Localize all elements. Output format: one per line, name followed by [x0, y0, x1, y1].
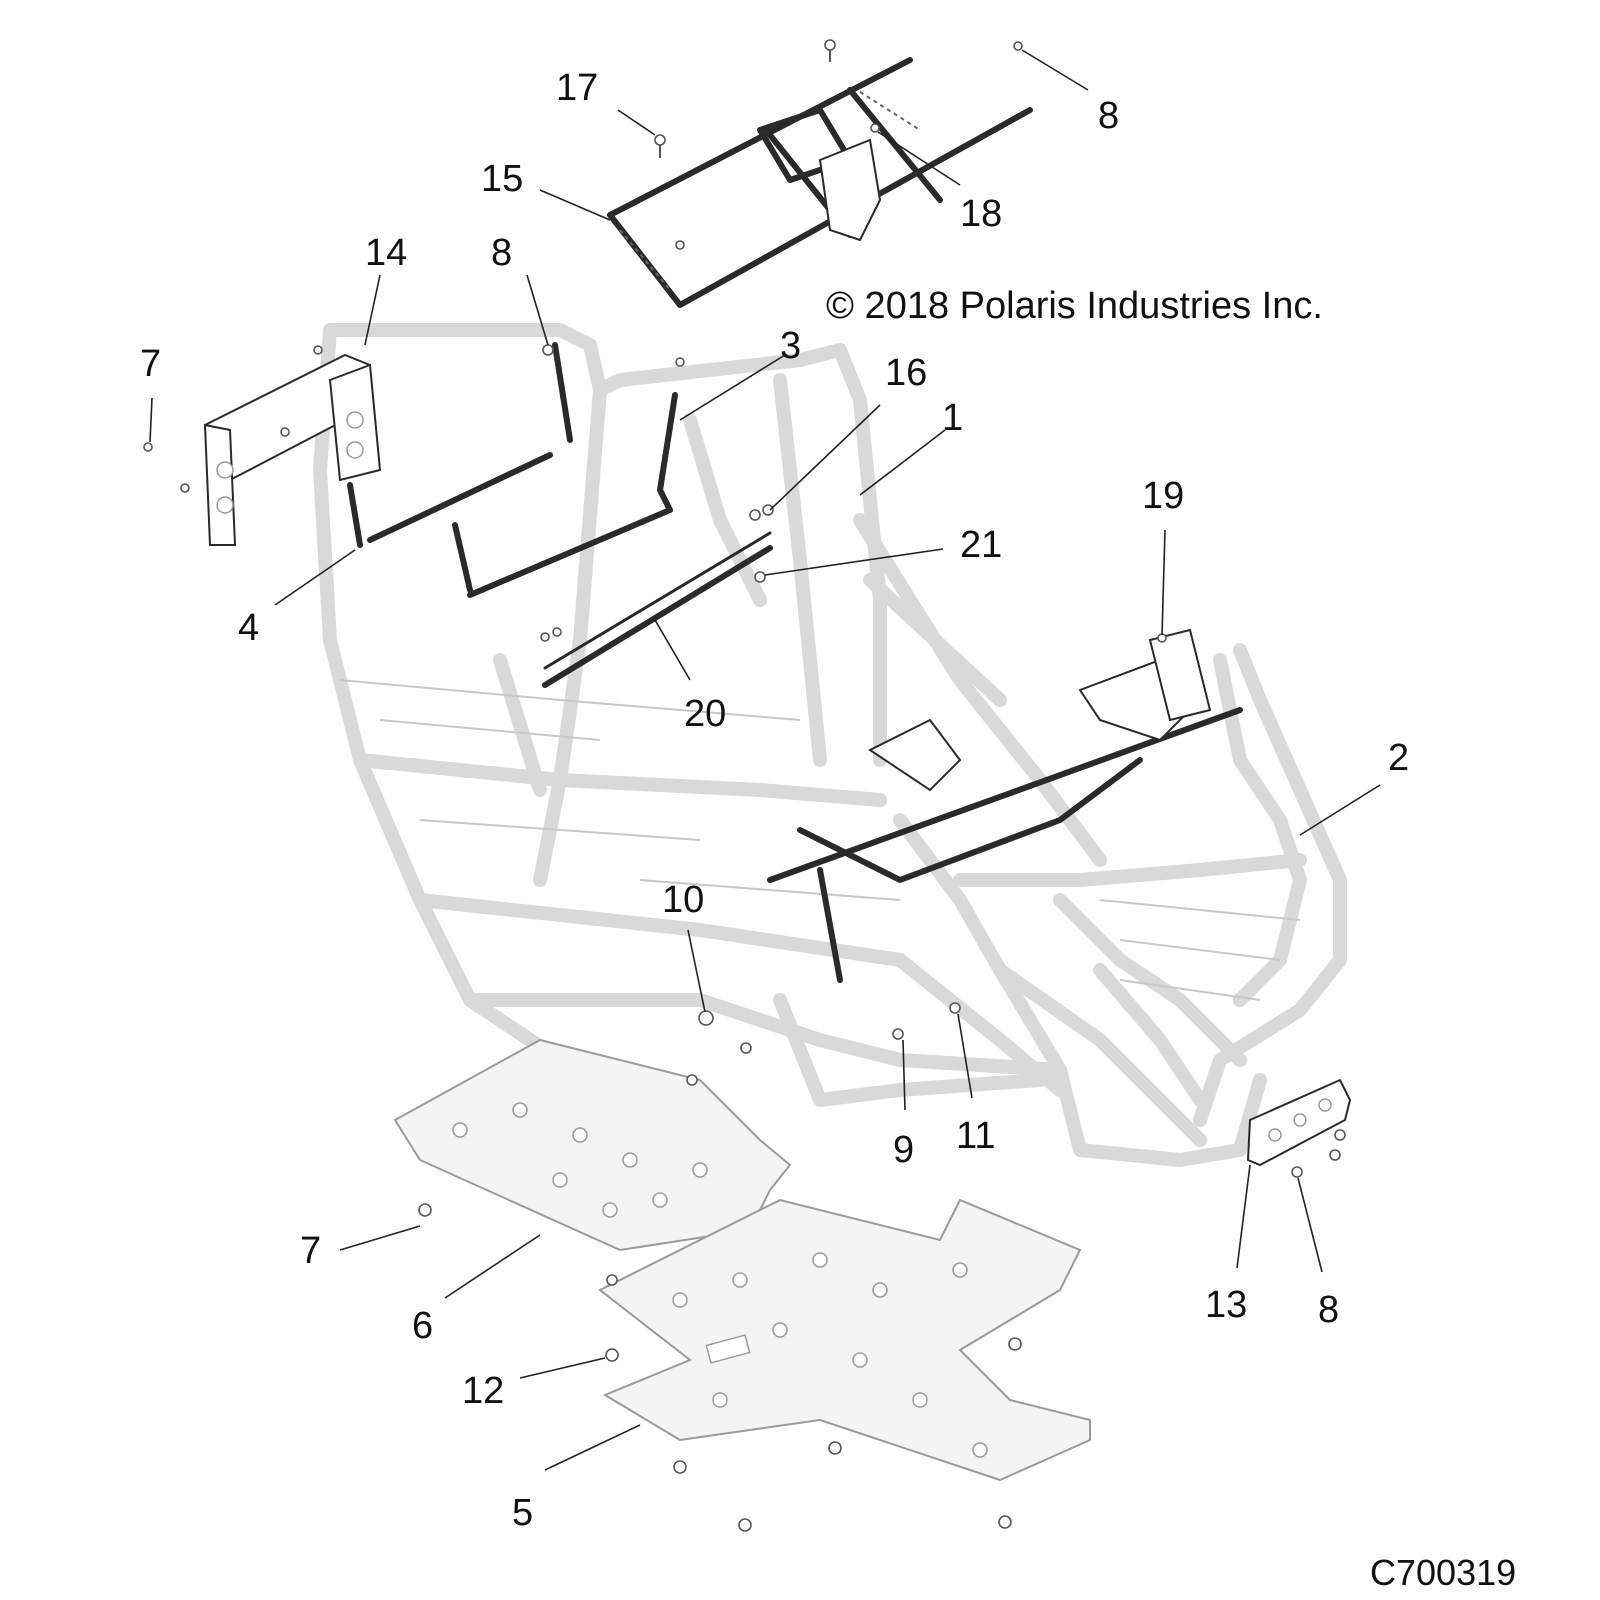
- callout-13: 13: [1205, 1284, 1247, 1326]
- callout-8: 8: [1098, 95, 1119, 137]
- upper-rail-assembly: [607, 57, 1033, 308]
- callout-4: 4: [238, 607, 259, 649]
- callout-11: 11: [956, 1115, 995, 1157]
- front-support: [767, 628, 1243, 983]
- fasteners: [143, 39, 1346, 1532]
- callout-19: 19: [1142, 475, 1184, 517]
- callout-2: 2: [1388, 737, 1409, 779]
- rear-skid-plate: [393, 1038, 792, 1252]
- callout-8: 8: [1318, 1289, 1339, 1331]
- diagram-code: C700319: [1370, 1552, 1516, 1593]
- callout-12: 12: [462, 1370, 504, 1412]
- callout-6: 6: [412, 1305, 433, 1347]
- callout-15: 15: [481, 158, 523, 200]
- callout-8: 8: [491, 232, 512, 274]
- seat-bracket-left: [203, 353, 382, 546]
- main-frame: [313, 323, 1347, 1167]
- callout-18: 18: [960, 193, 1002, 235]
- callout-5: 5: [512, 1492, 533, 1534]
- callout-20: 20: [684, 693, 726, 735]
- copyright-text: © 2018 Polaris Industries Inc.: [826, 285, 1323, 327]
- callout-10: 10: [662, 879, 704, 921]
- callout-7: 7: [300, 1230, 321, 1272]
- cross-bar: [542, 531, 773, 688]
- leader-lines: [149, 49, 1381, 1471]
- front-bracket: [1246, 1078, 1352, 1167]
- callout-3: 3: [780, 325, 801, 367]
- callout-1: 1: [942, 397, 963, 439]
- callout-21: 21: [960, 524, 1002, 566]
- seat-rail-assembly: [347, 342, 678, 598]
- callout-labels: 17 8 15 18 14 8 7 3 16 1 19 21 4 20 2 10…: [140, 67, 1409, 1534]
- callout-9: 9: [893, 1129, 914, 1171]
- callout-17: 17: [556, 67, 598, 109]
- callout-7: 7: [140, 343, 161, 385]
- main-skid-plate: [598, 1198, 1091, 1482]
- callout-14: 14: [365, 232, 407, 274]
- callout-16: 16: [885, 352, 927, 394]
